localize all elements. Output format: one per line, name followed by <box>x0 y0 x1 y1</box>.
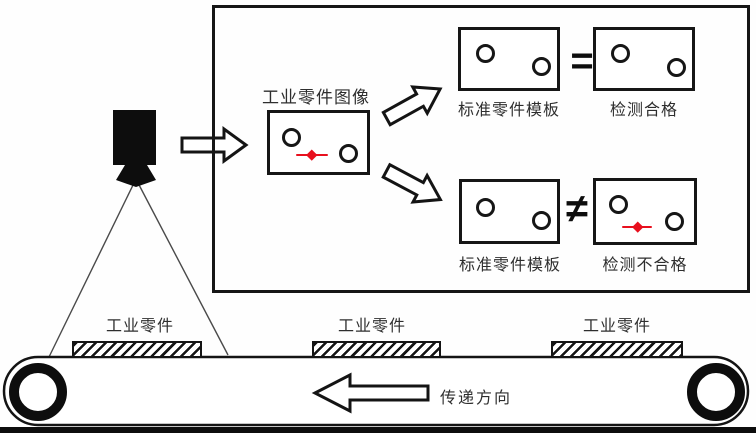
standard-template-box-pass <box>458 27 560 91</box>
part-hole <box>610 43 630 63</box>
captured-image-label: 工业零件图像 <box>262 88 370 107</box>
processing-panel <box>212 5 750 293</box>
standard-template-box-fail <box>459 179 560 244</box>
result-box-fail <box>593 178 697 245</box>
belt-part-hatched <box>72 341 202 358</box>
defect-mark-icon <box>306 149 318 161</box>
part-hole <box>531 56 551 76</box>
camera-icon <box>113 110 156 165</box>
part-hole <box>664 211 684 231</box>
result-label-fail: 检测不合格 <box>602 257 688 274</box>
belt-part-hatched <box>551 341 683 358</box>
belt-roller-left-icon <box>9 363 67 421</box>
standard-template-label-pass: 标准零件模板 <box>457 102 561 119</box>
captured-part-image <box>267 110 370 175</box>
part-hole <box>475 43 495 63</box>
camera-lens-icon <box>116 165 156 187</box>
belt-part-label: 工业零件 <box>582 318 652 335</box>
equals-operator: = <box>570 39 594 83</box>
direction-arrow-icon <box>311 372 430 414</box>
camera-cone-right-line <box>136 180 229 356</box>
part-hole <box>666 57 686 77</box>
belt-roller-right-icon <box>687 363 745 421</box>
belt-part-label: 工业零件 <box>337 318 407 335</box>
part-hole <box>475 197 495 217</box>
defect-mark-icon <box>631 221 643 233</box>
part-hole <box>338 143 358 163</box>
part-hole <box>531 210 551 230</box>
branch-arrow-up-icon <box>381 85 443 127</box>
not-equals-operator: ≠ <box>566 187 588 231</box>
camera-cone-left-line <box>48 180 136 358</box>
part-hole <box>281 127 301 147</box>
result-label-pass: 检测合格 <box>609 102 679 119</box>
branch-arrow-down-icon <box>381 162 443 204</box>
ground-bar <box>0 427 756 433</box>
standard-template-label-fail: 标准零件模板 <box>458 257 562 274</box>
part-hole <box>608 194 628 214</box>
belt-part-hatched <box>312 341 441 358</box>
result-box-pass <box>593 27 695 91</box>
belt-part-label: 工业零件 <box>105 318 175 335</box>
direction-label: 传递方向 <box>440 390 513 407</box>
